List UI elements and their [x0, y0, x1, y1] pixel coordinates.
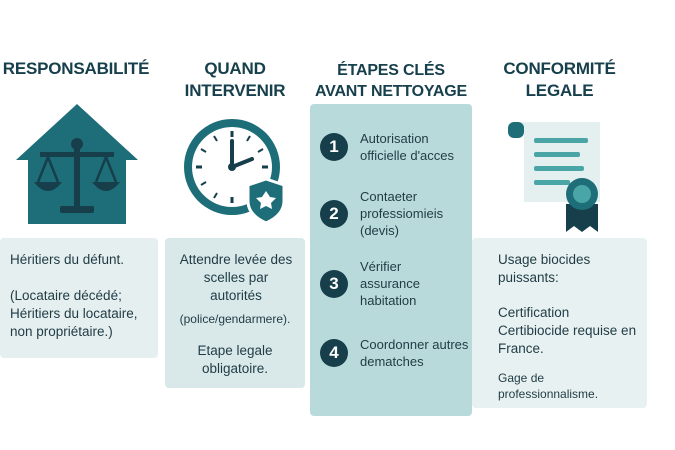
- column-conformite-legale: CONFORMITÉ LEGALE Usage biocides puissan…: [472, 0, 675, 450]
- step-label: Coordonner autres dematches: [360, 337, 469, 369]
- step-label: Autorisation officielle d'acces: [360, 131, 455, 163]
- text-panel: [165, 238, 305, 388]
- text-panel: [0, 238, 158, 358]
- conformite-text-1: Usage biocides puissants:: [498, 252, 591, 285]
- responsabilite-text-2: (Locataire décédé; Héritiers du locatair…: [10, 288, 138, 339]
- step-label: Contaeter professiomieis (devis): [360, 189, 444, 238]
- step-number: 2: [320, 199, 348, 228]
- clock-shield-icon: [180, 115, 292, 227]
- step-label: Vérifier assurance habitation: [360, 259, 420, 308]
- responsabilite-text-1: Héritiers du défunt.: [10, 252, 125, 267]
- step-number: 4: [320, 339, 348, 367]
- house-scales-icon: [12, 100, 142, 230]
- column-etapes-cles: ÉTAPES CLÉS AVANT NETTOYAGE 1 Autorisati…: [310, 0, 472, 450]
- column-title: RESPONSABILITÉ: [2, 59, 150, 78]
- conformite-text-2: Certification Certibiocide requise en Fr…: [498, 305, 637, 356]
- column-responsabilite: RESPONSABILITÉ Héritiers du défunt. (Loc…: [0, 0, 160, 450]
- column-title: ÉTAPES CLÉS AVANT NETTOYAGE: [315, 62, 467, 100]
- quand-text-2: (police/gendarmere).: [179, 312, 291, 326]
- quand-text-1: Attendre levée des scelles par autorités: [179, 252, 293, 303]
- step-number: 1: [320, 133, 348, 161]
- step-1: 1 Autorisation officielle d'acces: [320, 130, 480, 164]
- step-number: 3: [320, 269, 348, 298]
- quand-text-3: Etape legale obligatoire.: [197, 343, 273, 376]
- certificate-ribbon-icon: [504, 118, 614, 236]
- step-2: 2 Contaeter professiomieis (devis): [320, 188, 480, 239]
- column-quand-intervenir: QUAND INTERVENIR: [165, 0, 305, 450]
- conformite-text-3: Gage de professionnalisme.: [498, 371, 599, 401]
- column-title: CONFORMITÉ LEGALE: [503, 59, 616, 100]
- step-3: 3 Vérifier assurance habitation: [320, 258, 480, 309]
- step-4: 4 Coordonner autres dematches: [320, 336, 480, 370]
- text-panel: [472, 238, 647, 408]
- column-title: QUAND INTERVENIR: [184, 59, 286, 100]
